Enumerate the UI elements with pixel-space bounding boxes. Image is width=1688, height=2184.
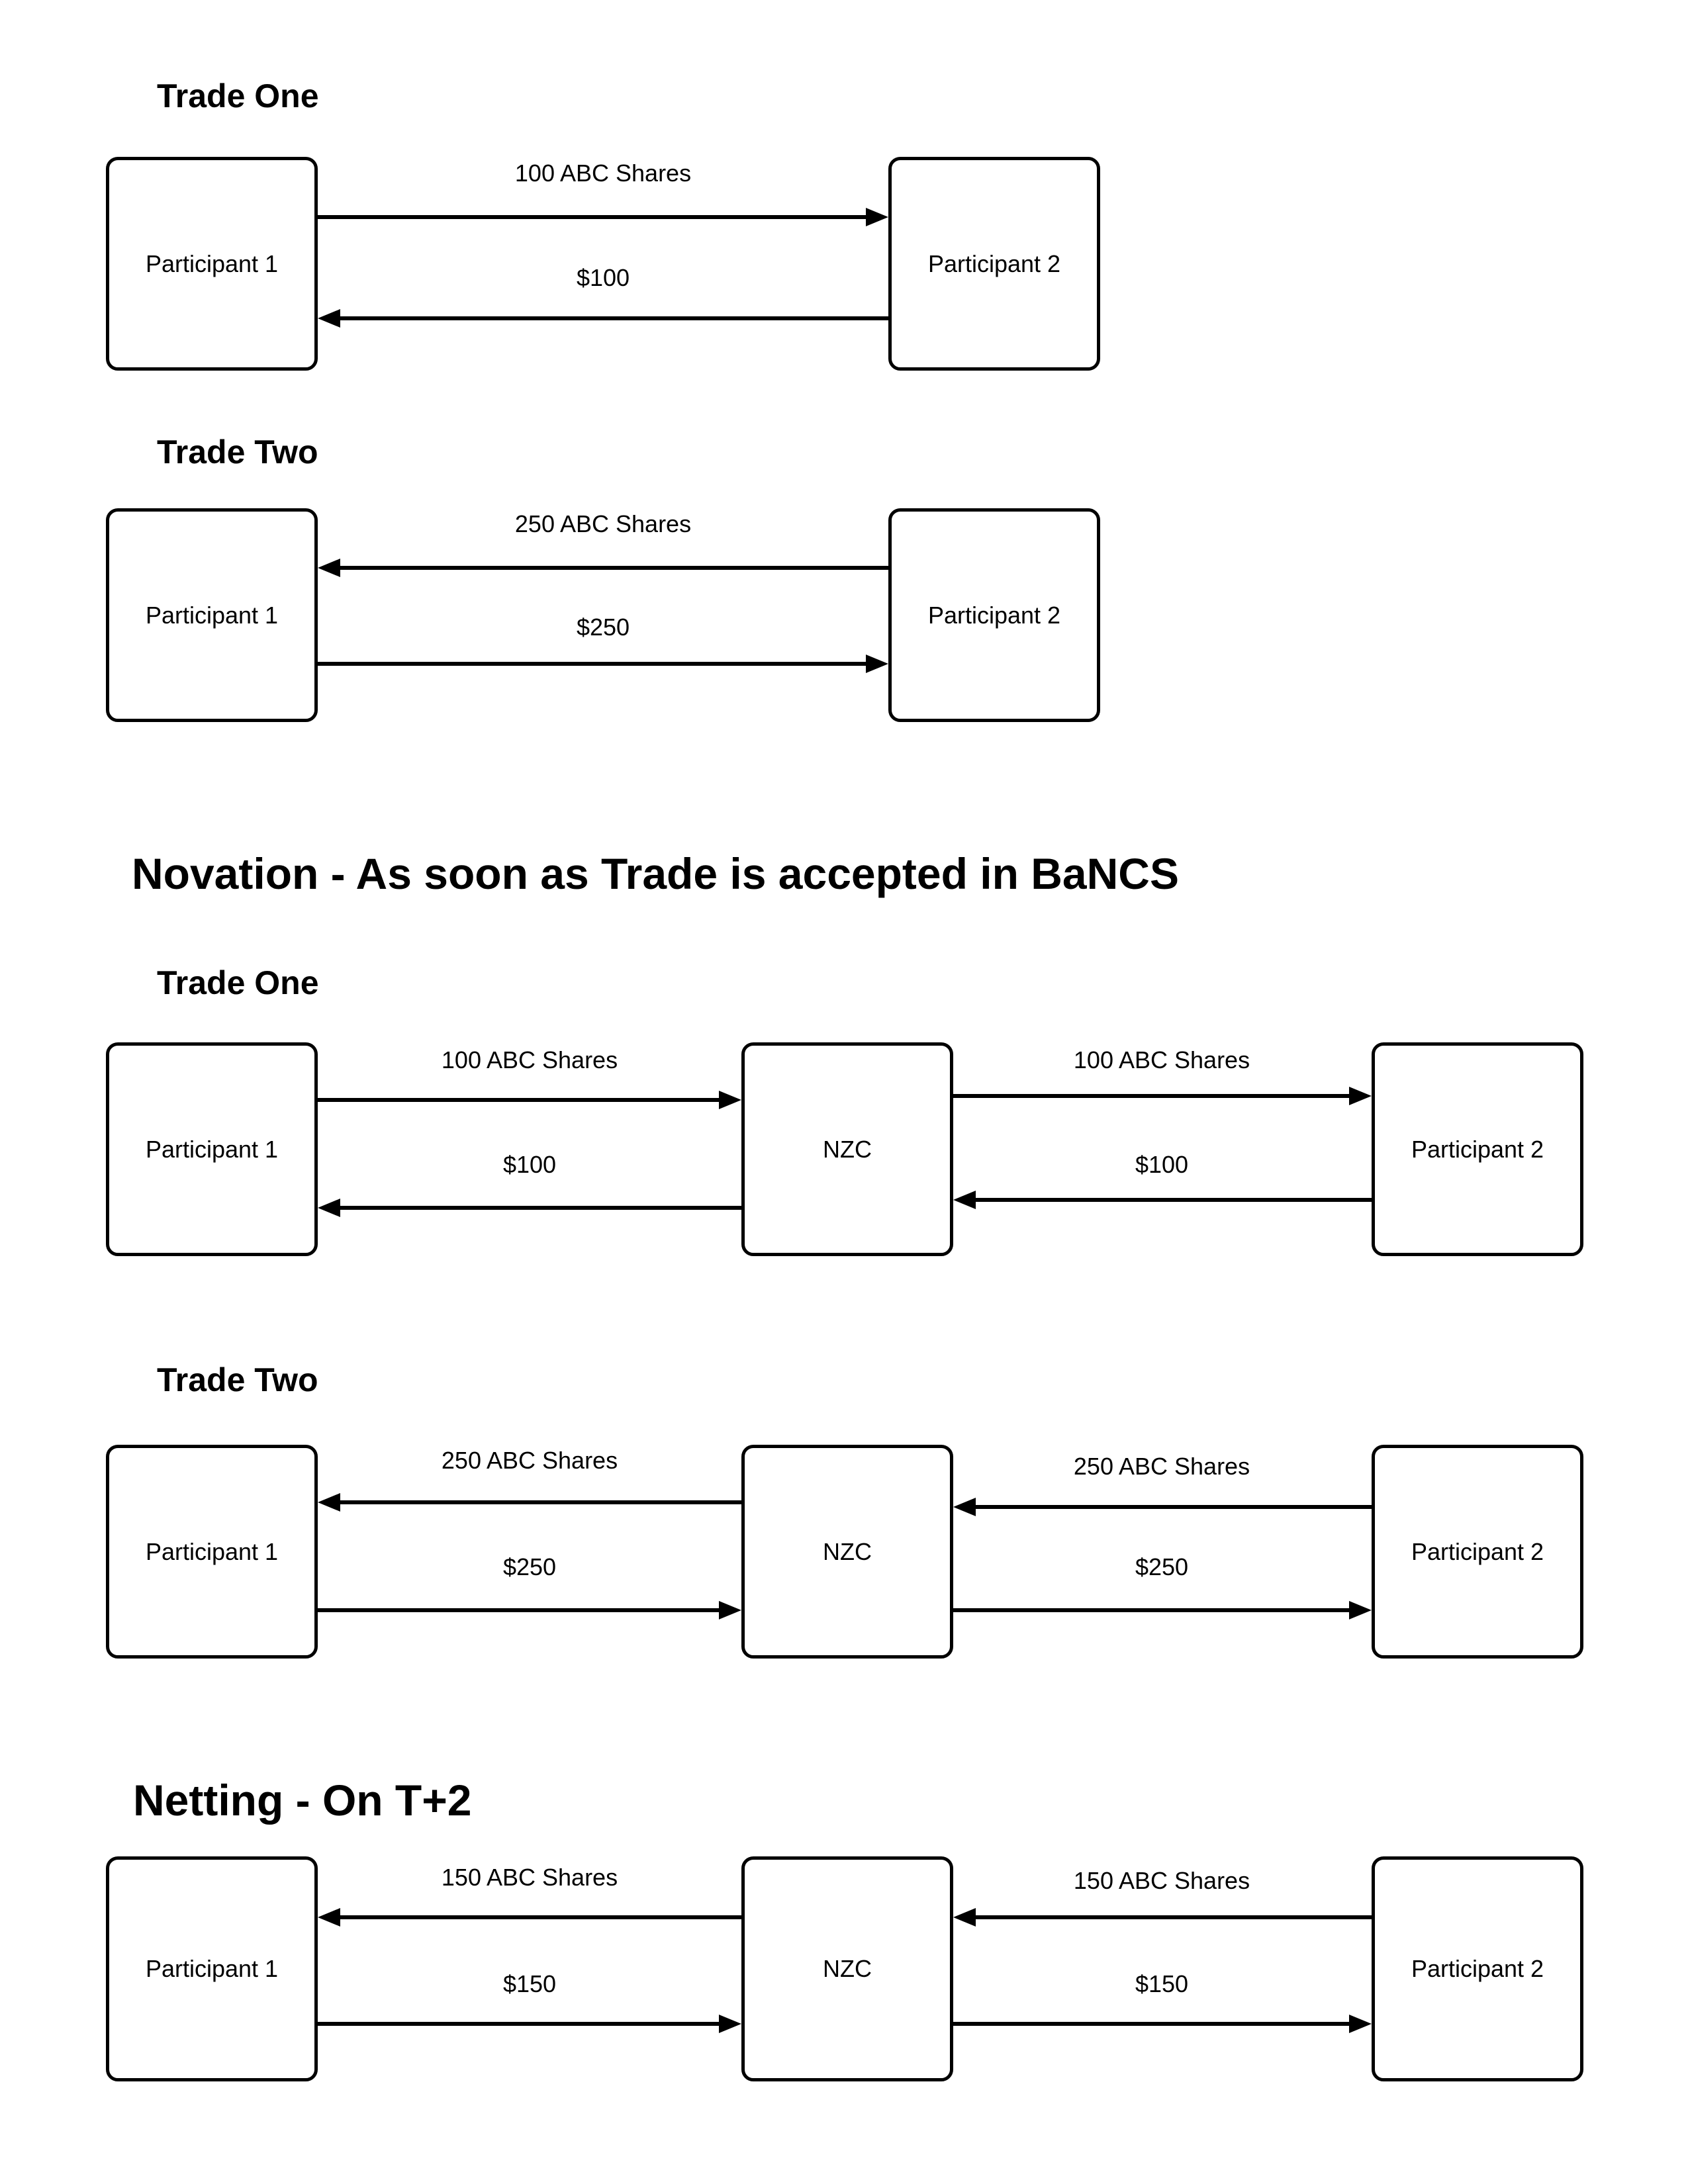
box-participant-2: Participant 2 [888, 508, 1100, 722]
arrow-shaft [953, 2022, 1354, 2026]
box-label: Participant 2 [1411, 1537, 1544, 1565]
flow-label: $250 [1135, 1553, 1189, 1580]
box-label: Participant 1 [145, 250, 279, 277]
box-label: Participant 2 [1411, 1955, 1544, 1983]
arrowhead [318, 1199, 340, 1217]
box-label: NZC [823, 1955, 872, 1983]
flow-label: $100 [576, 264, 630, 291]
box-participant-1: Participant 1 [106, 508, 318, 722]
flow-arrow-left [318, 309, 888, 328]
trade-title: Trade One [157, 964, 319, 1001]
arrow-shaft [970, 1505, 1372, 1509]
arrowhead [953, 1191, 976, 1209]
box-label: Participant 1 [145, 1537, 279, 1565]
flow-label: 150 ABC Shares [441, 1864, 618, 1891]
box-label: Participant 2 [1411, 1135, 1544, 1163]
flow-label: 100 ABC Shares [1073, 1046, 1250, 1073]
box-nzc: NZC [741, 1042, 953, 1256]
arrowhead [719, 1091, 741, 1109]
box-label: Participant 2 [927, 601, 1061, 629]
flow-arrow-right [318, 208, 888, 226]
arrow-shaft [318, 1608, 724, 1612]
flow-arrow-left [953, 1191, 1372, 1209]
arrowhead [1349, 2015, 1372, 2033]
flow-arrow-left [318, 1199, 741, 1217]
box-label: Participant 1 [145, 1955, 279, 1983]
flow-arrow-left [318, 559, 888, 577]
arrowhead [866, 208, 888, 226]
flow-label: $250 [502, 1553, 557, 1580]
box-participant-1: Participant 1 [106, 1042, 318, 1256]
box-participant-1: Participant 1 [106, 157, 318, 371]
box-participant-2: Participant 2 [1372, 1856, 1583, 2081]
box-nzc: NZC [741, 1856, 953, 2081]
arrowhead [318, 309, 340, 328]
flow-arrow-right [953, 2015, 1372, 2033]
flow-label: $100 [502, 1151, 557, 1178]
arrow-shaft [335, 1500, 741, 1504]
arrowhead [953, 1498, 976, 1516]
arrowhead [719, 2015, 741, 2033]
flow-label: 150 ABC Shares [1073, 1867, 1250, 1894]
trade-title: Trade Two [157, 1361, 318, 1398]
arrow-shaft [318, 662, 871, 666]
arrow-shaft [318, 2022, 724, 2026]
box-participant-2: Participant 2 [1372, 1445, 1583, 1659]
box-participant-2: Participant 2 [888, 157, 1100, 371]
flow-arrow-left [953, 1908, 1372, 1927]
novation-heading: Novation - As soon as Trade is accepted … [132, 849, 1179, 898]
box-label: Participant 2 [927, 250, 1061, 277]
arrowhead [1349, 1601, 1372, 1619]
flow-label: 250 ABC Shares [514, 510, 692, 537]
flow-arrow-right [318, 655, 888, 673]
arrowhead [318, 1493, 340, 1512]
arrowhead [866, 655, 888, 673]
box-label: Participant 1 [145, 1135, 279, 1163]
box-participant-2: Participant 2 [1372, 1042, 1583, 1256]
flow-label: $150 [1135, 1970, 1189, 1997]
flow-label: 100 ABC Shares [441, 1046, 618, 1073]
flow-label: $100 [1135, 1151, 1189, 1178]
box-label: Participant 1 [145, 601, 279, 629]
arrow-shaft [318, 215, 871, 219]
box-participant-1: Participant 1 [106, 1856, 318, 2081]
flow-label: 250 ABC Shares [1073, 1453, 1250, 1480]
arrow-shaft [335, 316, 888, 320]
flow-arrow-right [318, 1091, 741, 1109]
flow-label: $250 [576, 614, 630, 641]
flow-label: 250 ABC Shares [441, 1447, 618, 1474]
trade-title: Trade Two [157, 433, 318, 471]
flow-arrow-right [318, 2015, 741, 2033]
trade-title: Trade One [157, 77, 319, 114]
netting-heading: Netting - On T+2 [133, 1776, 472, 1825]
arrowhead [719, 1601, 741, 1619]
flow-label: 100 ABC Shares [514, 159, 692, 187]
flow-arrow-right [953, 1087, 1372, 1105]
box-label: NZC [823, 1537, 872, 1565]
flow-arrow-right [318, 1601, 741, 1619]
arrow-shaft [970, 1198, 1372, 1202]
arrow-shaft [335, 1206, 741, 1210]
flow-arrow-left [953, 1498, 1372, 1516]
flow-arrow-left [318, 1908, 741, 1927]
arrow-shaft [335, 566, 888, 570]
arrow-shaft [970, 1915, 1372, 1919]
box-nzc: NZC [741, 1445, 953, 1659]
box-participant-1: Participant 1 [106, 1445, 318, 1659]
arrow-shaft [318, 1098, 724, 1102]
box-label: NZC [823, 1135, 872, 1163]
arrowhead [318, 559, 340, 577]
flow-arrow-left [318, 1493, 741, 1512]
arrow-shaft [335, 1915, 741, 1919]
arrowhead [1349, 1087, 1372, 1105]
arrowhead [318, 1908, 340, 1927]
arrow-shaft [953, 1094, 1354, 1098]
arrow-shaft [953, 1608, 1354, 1612]
arrowhead [953, 1908, 976, 1927]
flow-arrow-right [953, 1601, 1372, 1619]
flow-label: $150 [502, 1970, 557, 1997]
